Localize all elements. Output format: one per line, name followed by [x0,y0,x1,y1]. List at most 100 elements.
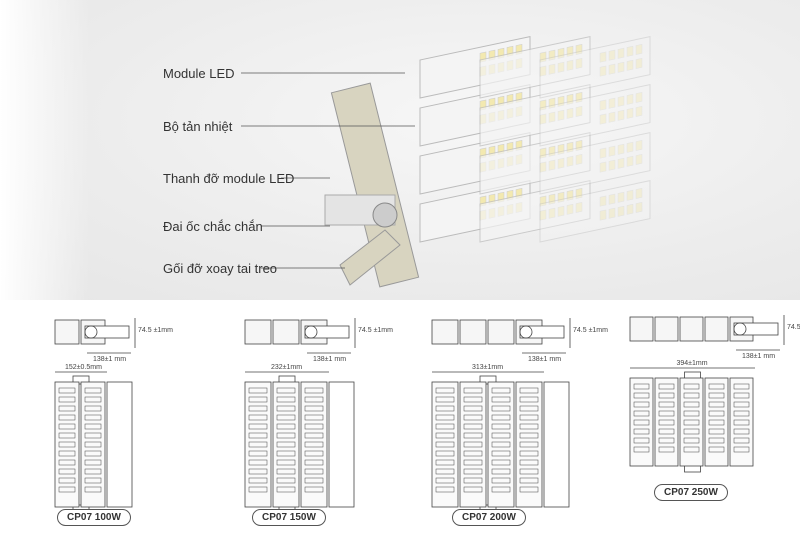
led-lens-row [58,450,76,457]
led-chip [599,161,607,173]
led-chip [635,44,643,55]
led-chip [599,147,607,159]
led-chip [608,159,616,171]
led-lens-row [708,419,725,426]
led-lens-row [248,387,268,394]
led-lens-row [491,387,511,394]
led-chip [539,51,547,63]
front-module [729,377,754,467]
led-chip [557,61,565,73]
led-chip [575,44,583,55]
led-lens-row [276,423,296,430]
led-chip [626,45,634,57]
led-lens-row [733,428,750,435]
led-lens-row [58,396,76,403]
led-chip [566,59,574,71]
led-lens-row [276,405,296,412]
width-dim-label: 232±1mm [271,364,302,371]
led-lens-row [58,486,76,493]
led-lens-row [633,437,650,444]
led-lens-row [304,450,324,457]
led-lens-row [463,441,483,448]
led-chip [608,63,616,75]
led-lens-row [708,437,725,444]
led-lens-row [633,446,650,453]
front-module [80,381,106,508]
led-lens-row [248,396,268,403]
swivel-bracket [339,229,401,286]
front-module [300,381,328,508]
led-lens-row [84,477,102,484]
led-chip [539,65,547,77]
led-lens-row [304,414,324,421]
led-chip [626,59,634,71]
led-lens-row [491,414,511,421]
side-module [431,319,459,345]
led-chip [557,47,565,59]
part-label-swivel-bracket: Gối đỡ xoay tai treo [163,261,278,276]
nut [372,202,398,228]
led-chip [617,109,625,121]
led-chip [635,140,643,151]
led-chip [539,113,547,125]
led-lens-row [683,383,700,390]
height-dim-label: 74.5 ±1mm [787,324,800,331]
led-chip [539,195,547,207]
led-chip [566,141,574,153]
led-lens-row [304,441,324,448]
led-lens-row [248,405,268,412]
led-chip [599,209,607,221]
led-lens-row [84,432,102,439]
led-lens-row [304,468,324,475]
led-lens-row [276,387,296,394]
led-lens-row [658,428,675,435]
led-lens-row [84,423,102,430]
led-lens-row [248,459,268,466]
led-lens-row [463,396,483,403]
led-lens-row [633,392,650,399]
part-label-nut: Đai ốc chắc chắn [163,219,263,234]
led-chip [539,209,547,221]
led-lens-row [435,477,455,484]
part-label-module-led: Module LED [163,66,235,81]
led-lens-row [84,414,102,421]
height-dim-label: 74.5 ±1mm [358,327,393,334]
led-lens-row [435,405,455,412]
side-bracket [84,325,130,339]
led-lens-row [519,387,539,394]
led-lens-row [463,405,483,412]
led-lens-row [435,423,455,430]
rear-bracket [328,381,355,508]
led-lens-row [519,486,539,493]
part-leader-lines [241,72,415,269]
width-dim-label: 152±0.5mm [65,364,102,371]
front-module [431,381,459,508]
led-chip [566,155,574,167]
led-chip [548,49,556,61]
height-dim-label: 74.5 ±1mm [138,327,173,334]
led-lens-row [84,486,102,493]
led-lens-row [491,477,511,484]
led-chip [599,65,607,77]
led-lens-row [683,392,700,399]
led-chip [608,193,616,205]
led-chip [557,191,565,203]
side-module [54,319,80,345]
led-lens-row [84,450,102,457]
led-lens-row [708,410,725,417]
led-lens-row [519,450,539,457]
led-lens-row [519,477,539,484]
led-chip [566,189,574,201]
led-chip [575,92,583,103]
side-module [244,319,272,345]
led-lens-row [276,450,296,457]
led-lens-row [519,405,539,412]
led-lens-row [463,459,483,466]
led-lens-row [633,419,650,426]
led-module-row [539,84,651,147]
led-lens-row [491,432,511,439]
led-chip [635,202,643,213]
led-module-row [539,132,651,195]
led-chip [575,140,583,151]
